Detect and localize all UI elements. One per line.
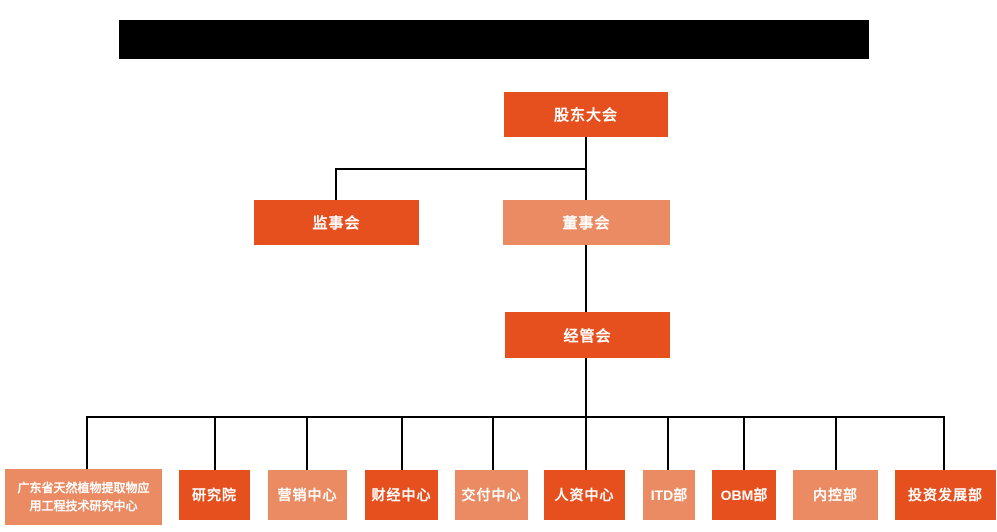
org-node-dept-obm: OBM部 [712, 470, 776, 520]
org-node-label: OBM部 [720, 487, 768, 503]
org-node-label: 内控部 [813, 487, 858, 503]
org-node-label: 营销中心 [277, 487, 338, 503]
org-node-dept-delivery-center: 交付中心 [455, 470, 528, 520]
org-node-dept-hr-center: 人资中心 [544, 470, 625, 520]
org-node-label: ITD部 [650, 487, 688, 503]
org-node-label: 董事会 [562, 215, 611, 232]
org-node-label: 交付中心 [461, 487, 522, 503]
org-node-label: 人资中心 [554, 487, 615, 503]
org-node-dept-itd: ITD部 [643, 470, 695, 520]
connector-group [86, 137, 945, 471]
org-node-label: 经管会 [563, 327, 612, 345]
org-node-board-of-directors: 董事会 [503, 200, 670, 245]
org-node-label: 投资发展部 [908, 487, 983, 503]
org-node-label: 监事会 [312, 215, 361, 232]
org-node-dept-research-institute: 研究院 [179, 470, 250, 520]
org-node-dept-internal-control: 内控部 [793, 470, 878, 520]
org-node-dept-marketing-center: 营销中心 [268, 470, 347, 520]
org-node-dept-research-center: 广东省天然植物提取物应 用工程技术研究中心 [5, 469, 162, 525]
org-node-dept-finance-center: 财经中心 [365, 470, 438, 520]
org-node-dept-investment-development: 投资发展部 [895, 470, 996, 520]
org-node-management-committee: 经管会 [505, 312, 670, 358]
org-node-label: 广东省天然植物提取物应 用工程技术研究中心 [17, 481, 150, 513]
title-redaction-bar [119, 20, 869, 59]
org-node-supervisory-board: 监事会 [254, 200, 419, 245]
org-node-label: 财经中心 [371, 487, 432, 503]
org-node-shareholders-meeting: 股东大会 [504, 92, 668, 137]
org-node-label: 研究院 [192, 487, 237, 503]
org-node-label: 股东大会 [553, 107, 618, 124]
